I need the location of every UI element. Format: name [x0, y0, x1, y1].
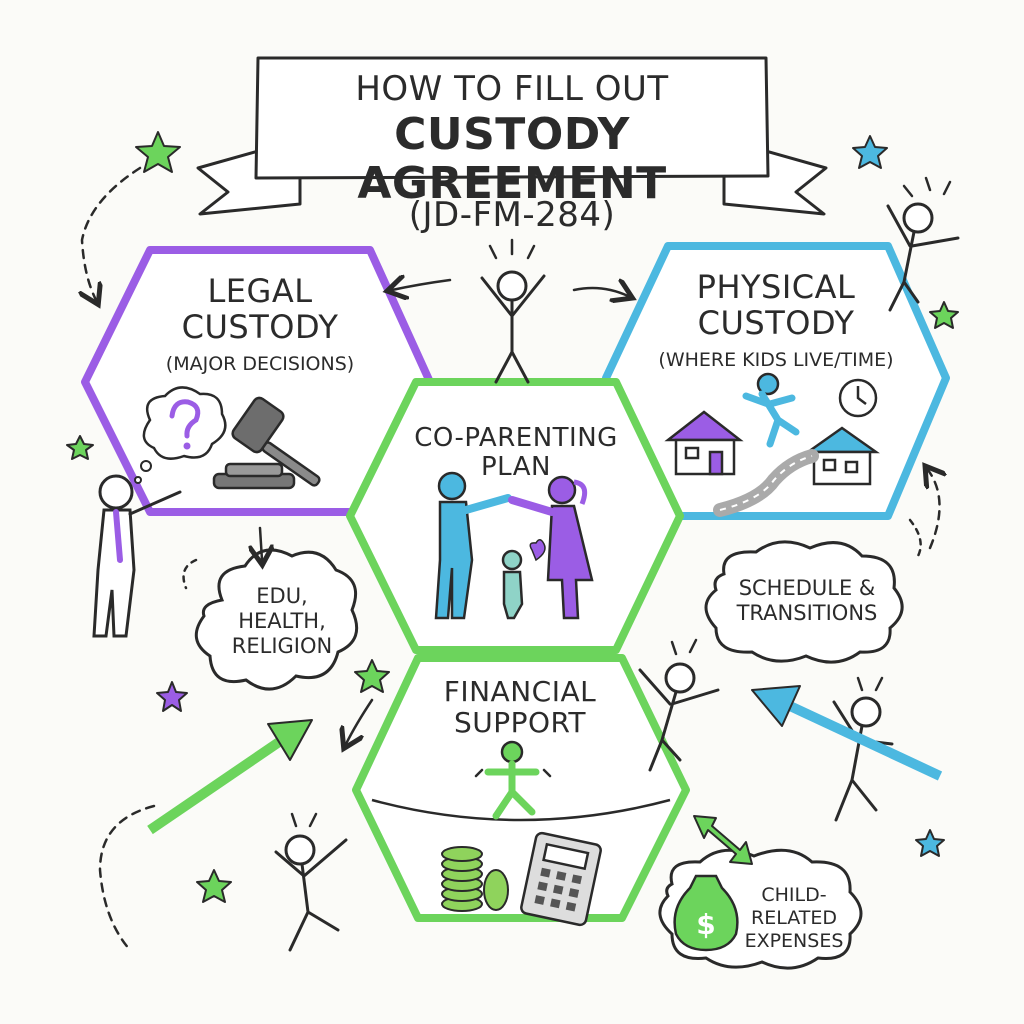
blue-arrow-icon	[751, 685, 943, 781]
gavel-icon	[212, 396, 321, 490]
banner-ribbon	[254, 56, 770, 180]
question-mark-icon	[134, 386, 227, 484]
co-parenting-line-1: CO-PARENTING	[414, 423, 618, 453]
svg-text:$: $	[696, 908, 715, 941]
title-line-2: CUSTODY AGREEMENT	[357, 109, 667, 210]
house-icon	[664, 410, 744, 476]
cloud-edu	[194, 548, 359, 691]
motion-lines	[290, 176, 952, 828]
financial-support-label: FINANCIAL SUPPORT	[400, 676, 640, 739]
cloud-schedule-line-1: SCHEDULE &	[738, 576, 876, 600]
house-icon	[804, 426, 880, 486]
title-banner	[196, 56, 828, 216]
legal-custody-sub: (MAJOR DECISIONS)	[165, 352, 355, 375]
money-bag-icon: $	[673, 874, 739, 952]
title-line-1: HOW TO FILL OUT	[355, 69, 669, 109]
connector-arrows	[82, 166, 940, 952]
coin-stack-icon	[441, 846, 509, 912]
co-parenting-label: CO-PARENTING PLAN	[400, 423, 632, 483]
balancing-child-figure	[484, 740, 540, 820]
calculator-icon	[520, 831, 602, 927]
financial-divider	[371, 798, 671, 822]
hexagon-co-parenting-plan	[346, 378, 684, 654]
co-parenting-line-2: PLAN	[481, 452, 551, 483]
cloud-edu-text: EDU, HEALTH, RELIGION	[206, 584, 358, 660]
legal-custody-line-1: LEGAL	[207, 272, 313, 310]
cloud-expenses-line-1: CHILD-RELATED	[751, 884, 837, 929]
physical-custody-line-1: PHYSICAL	[696, 268, 856, 306]
star-icon	[66, 131, 959, 903]
family-figures	[434, 471, 594, 620]
physical-custody-sub: (WHERE KIDS LIVE/TIME)	[658, 348, 894, 371]
physical-custody-line-2: CUSTODY	[697, 303, 855, 342]
road-icon	[713, 449, 819, 517]
cloud-edu-line-1: EDU,	[256, 584, 308, 608]
cloud-edu-line-3: RELIGION	[231, 634, 333, 659]
cloud-schedule-line-2: TRANSITIONS	[736, 601, 878, 626]
cloud-expenses-line-2: EXPENSES	[744, 929, 844, 952]
child-running-figure	[742, 372, 800, 448]
cloud-edu-line-2: HEALTH,	[238, 609, 326, 634]
legal-custody-line-2: CUSTODY	[181, 307, 339, 346]
clock-icon	[838, 378, 878, 418]
legal-custody-label: LEGAL CUSTODY (MAJOR DECISIONS)	[120, 272, 400, 375]
cloud-schedule	[704, 540, 904, 664]
hexagon-financial-support	[352, 654, 690, 922]
financial-support-line-2: SUPPORT	[453, 706, 587, 740]
financial-support-line-1: FINANCIAL	[443, 675, 597, 708]
green-arrow-icon	[147, 719, 313, 835]
cloud-schedule-text: SCHEDULE & TRANSITIONS	[714, 576, 900, 626]
physical-custody-label: PHYSICAL CUSTODY (WHERE KIDS LIVE/TIME)	[626, 268, 926, 371]
double-arrow-icon	[693, 815, 753, 865]
form-number: (JD-FM-284)	[408, 195, 616, 235]
cloud-expenses-text: CHILD-RELATED EXPENSES	[724, 884, 864, 952]
